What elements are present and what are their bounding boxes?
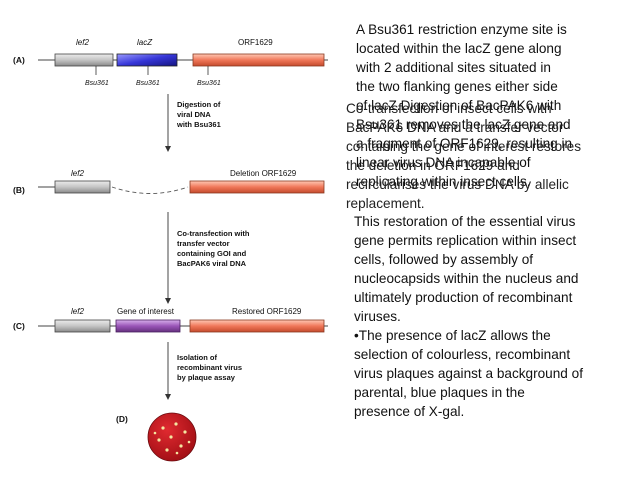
arrow-3-text-2: recombinant virus <box>177 363 242 372</box>
step-a-lacz-block <box>116 53 178 67</box>
para2-line: cells, followed by assembly of <box>354 252 534 267</box>
para1-line: a fragment of ORF1629, resulting in <box>356 136 573 151</box>
para2-line: ultimately production of recombinant <box>354 290 573 305</box>
paragraph-restoration: This restoration of the essential virus … <box>354 212 624 326</box>
step-b-lef2-label: lef2 <box>71 169 84 178</box>
step-b-label: (B) <box>13 185 25 195</box>
overlap-line: BacPAK6 DNA and a transfer vector <box>346 120 564 135</box>
step-b-deletion-gap <box>111 186 189 194</box>
overlap-line: the deletion in ORF1629 and <box>346 158 520 173</box>
site-label-1: Bsu361 <box>85 80 109 87</box>
step-a-lef2-block <box>54 53 114 67</box>
step-c-goi-block <box>115 319 181 333</box>
step-b-lef2-block <box>54 180 111 194</box>
step-a-orf1629-block <box>192 53 325 67</box>
plaque-dots <box>153 422 191 455</box>
site-label-3: Bsu361 <box>197 80 221 87</box>
para1-line: linear virus DNA incapable of <box>356 155 531 170</box>
arrow-2-text-1: Co-transfection with <box>177 229 250 238</box>
site-label-2: Bsu361 <box>136 80 160 87</box>
step-a-orf1629-label: ORF1629 <box>238 38 273 47</box>
para1-line: Bsu361 removes the lacZ gene and <box>356 117 571 132</box>
arrow-3-head <box>165 394 171 400</box>
para1-line: located within the lacZ gene along <box>356 41 562 56</box>
baculovirus-diagram: (A) lef2 lacZ ORF1629 Bsu361 Bsu361 Bsu3… <box>13 38 328 462</box>
step-d-label: (D) <box>116 414 128 424</box>
arrow-2-text-2: transfer vector <box>177 239 230 248</box>
arrow-1-text-1: Digestion of <box>177 100 221 109</box>
step-b-deletion-block <box>189 180 325 194</box>
arrow-2-head <box>165 298 171 304</box>
arrow-3-text-3: by plaque assay <box>177 373 236 382</box>
overlap-line: recircularises the virus DNA by allelic <box>346 177 569 192</box>
step-c-goi-label: Gene of interest <box>117 307 175 316</box>
para1-line: replicating within insect cells. <box>356 174 531 189</box>
arrow-1-head <box>165 146 171 152</box>
para1-line: A Bsu361 restriction enzyme site is <box>356 22 567 37</box>
para2-line: gene permits replication within insect <box>354 233 577 248</box>
arrow-2-text-4: BacPAK6 viral DNA <box>177 259 247 268</box>
para2-line: This restoration of the essential virus <box>354 214 576 229</box>
para2-line: nucleocapsids within the nucleus and <box>354 271 579 286</box>
para3-line: parental, blue plaques in the <box>354 385 525 400</box>
para2-line: viruses. <box>354 309 401 324</box>
arrow-1-text-2: viral DNA <box>177 110 211 119</box>
para1-line: the two flanking genes either side <box>356 79 558 94</box>
step-a-label: (A) <box>13 55 25 65</box>
step-a-lacz-label: lacZ <box>137 38 153 47</box>
step-c-lef2-label: lef2 <box>71 307 84 316</box>
overlap-line: Co-transfection of insect cells with <box>346 101 552 116</box>
step-c-label: (C) <box>13 321 25 331</box>
paragraph-cotransfection-overlap: Co-transfection of insect cells with Bac… <box>346 99 626 213</box>
arrow-1-text-3: with Bsu361 <box>176 120 221 129</box>
para3-line: selection of colourless, recombinant <box>354 347 571 362</box>
para3-line: presence of X-gal. <box>354 404 465 419</box>
para3-line: virus plaques against a background of <box>354 366 583 381</box>
paragraph-lacz-selection: •The presence of lacZ allows the selecti… <box>354 326 624 421</box>
step-c-lef2-block <box>54 319 111 333</box>
step-c-orf1629-block <box>189 319 325 333</box>
step-b-deletion-label: Deletion ORF1629 <box>230 169 297 178</box>
para1-line: of lacZ.Digestion of BacPAK6 with <box>356 98 562 113</box>
step-a-lef2-label: lef2 <box>76 38 89 47</box>
para1-line: with 2 additional sites situated in <box>356 60 551 75</box>
arrow-3-text-1: Isolation of <box>177 353 218 362</box>
arrow-2-text-3: containing GOI and <box>177 249 247 258</box>
overlap-line: containing the gene of interest restores <box>346 139 582 154</box>
overlap-line: replacement. <box>346 196 425 211</box>
paragraph-digestion: A Bsu361 restriction enzyme site is loca… <box>356 20 618 191</box>
step-c-orf1629-label: Restored ORF1629 <box>232 307 302 316</box>
para3-line: •The presence of lacZ allows the <box>354 328 551 343</box>
